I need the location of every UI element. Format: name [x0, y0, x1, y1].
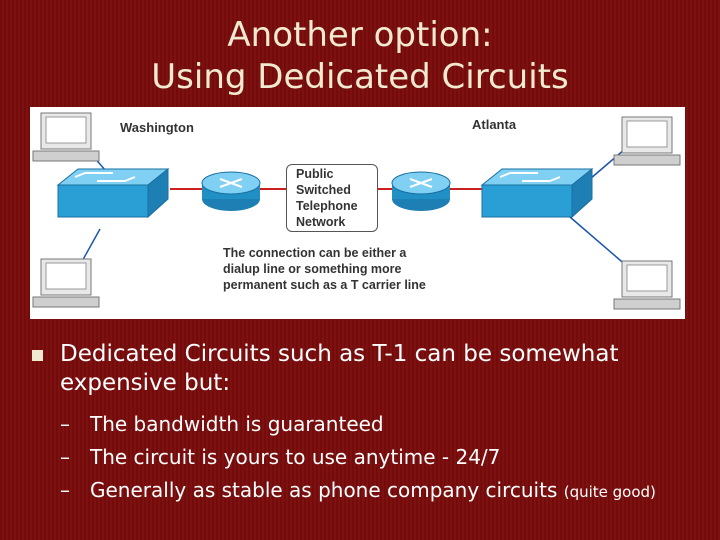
- sub-bullet-aside: (quite good): [563, 483, 656, 501]
- dash-marker: –: [60, 478, 70, 502]
- router-icon: [391, 171, 451, 211]
- switch-icon: [56, 167, 170, 219]
- title-line-1: Another option:: [227, 15, 493, 55]
- sub-bullet: – The circuit is yours to use anytime - …: [60, 441, 710, 474]
- network-diagram-graphics: [32, 112, 681, 310]
- sub-bullet-text: Generally as stable as phone company cir…: [90, 478, 558, 502]
- main-bullet-line-1: Dedicated Circuits such as T-1 can be so…: [60, 341, 619, 367]
- note-line: The connection can be either a: [223, 246, 407, 260]
- main-bullet-line-2: expensive but:: [60, 370, 231, 396]
- computer-icon: [613, 260, 681, 310]
- bullet-square-icon: [32, 350, 43, 361]
- slide-body: Dedicated Circuits such as T-1 can be so…: [30, 340, 710, 509]
- sub-bullet: – The bandwidth is guaranteed: [60, 408, 710, 441]
- computer-icon: [32, 258, 100, 308]
- switch-icon: [480, 167, 594, 219]
- dash-marker: –: [60, 445, 70, 469]
- pstn-line: Telephone: [296, 199, 358, 213]
- main-bullet: Dedicated Circuits such as T-1 can be so…: [30, 340, 710, 398]
- network-diagram: Washington Atlanta Public Switched Telep…: [30, 107, 685, 319]
- link-at-bottom: [569, 216, 629, 268]
- sub-bullet: – Generally as stable as phone company c…: [60, 474, 710, 509]
- note-line: permanent such as a T carrier line: [223, 278, 426, 292]
- pstn-line: Network: [296, 215, 346, 229]
- dash-marker: –: [60, 412, 70, 436]
- city-label-atlanta: Atlanta: [472, 117, 517, 132]
- slide-title: Another option: Using Dedicated Circuits: [0, 14, 720, 98]
- router-icon: [201, 171, 261, 211]
- pstn-box: Public Switched Telephone Network: [286, 164, 378, 232]
- title-line-2: Using Dedicated Circuits: [151, 57, 569, 97]
- pstn-line: Public: [296, 167, 334, 181]
- connection-note: The connection can be either a dialup li…: [223, 245, 483, 293]
- sub-bullet-list: – The bandwidth is guaranteed – The circ…: [30, 408, 710, 509]
- sub-bullet-text: The bandwidth is guaranteed: [90, 412, 384, 436]
- computer-icon: [613, 116, 681, 166]
- city-label-washington: Washington: [120, 120, 194, 135]
- sub-bullet-text: The circuit is yours to use anytime - 24…: [90, 445, 501, 469]
- computer-icon: [32, 112, 100, 162]
- pstn-line: Switched: [296, 183, 351, 197]
- link-at-top: [589, 148, 626, 180]
- note-line: dialup line or something more: [223, 262, 402, 276]
